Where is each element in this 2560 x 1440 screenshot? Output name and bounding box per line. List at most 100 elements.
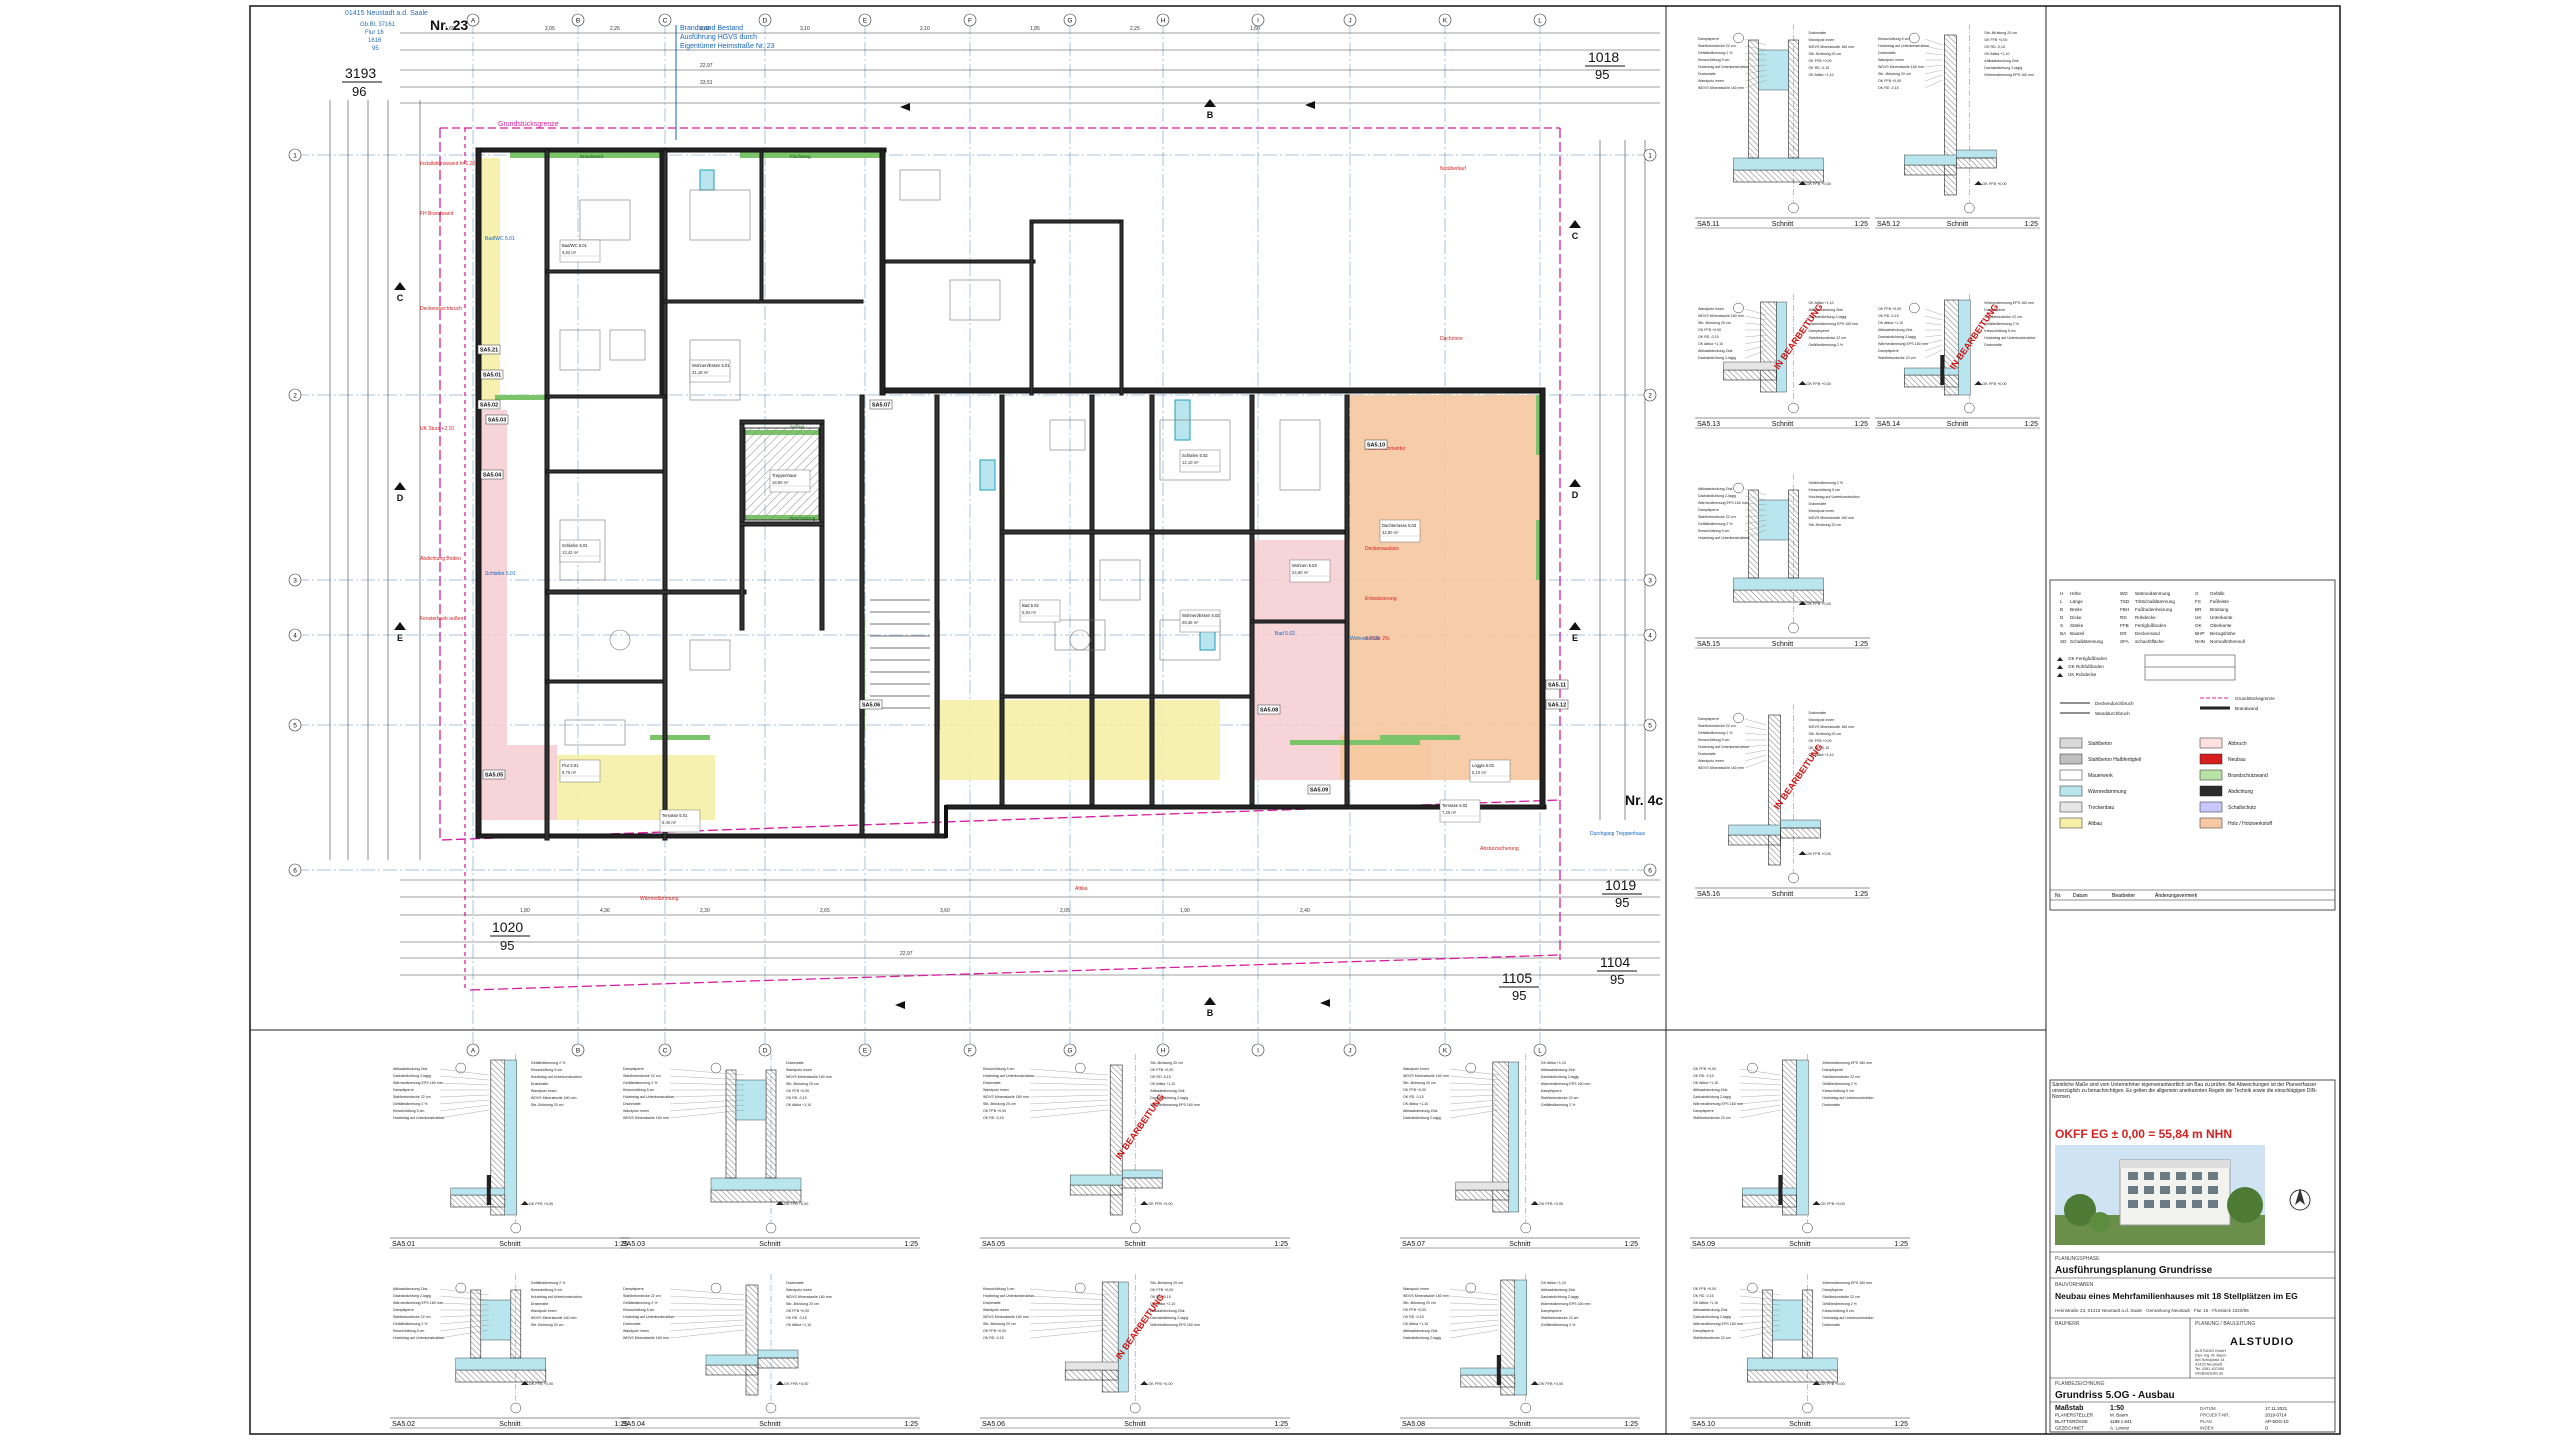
section-label: Schnitt: [499, 1421, 520, 1428]
section-note: Stb.-Brüstung 20 cm: [1150, 1281, 1183, 1285]
section-note: Wärmedämmung EPS 160 mm: [1693, 1322, 1743, 1326]
section-label: Schnitt: [1789, 1421, 1810, 1428]
section-note: OK RD -0,15: [1984, 45, 2005, 49]
blue-callout: Brandwand Bestand Ausführung HGVS durch …: [675, 25, 775, 140]
section-note: OK RD -0,15: [1878, 314, 1899, 318]
section-label: Schnitt: [1789, 1241, 1810, 1248]
section-note: OK FFB +0,00: [1878, 307, 1901, 311]
section-note: OK FFB +0,00: [1403, 1308, 1426, 1312]
legend-abbreviation: Trittschalldämmung: [2135, 599, 2175, 604]
legend-abbreviation: WD: [2120, 591, 2128, 596]
section-note: Kiesschüttung 5 cm: [983, 1067, 1014, 1071]
legend-abbreviation: Fertigfußboden: [2135, 623, 2167, 628]
legend-abbreviation: H: [2060, 591, 2063, 596]
section-note: WDVS Mineralwolle 160 mm: [1698, 314, 1744, 318]
cut-arrow: [1305, 101, 1315, 109]
legend-symbol: Grundstücksgrenze: [2235, 696, 2275, 701]
section-note: Gefälledämmung 2 %: [1822, 1082, 1857, 1086]
room-name: Bad 5.02: [1022, 603, 1039, 608]
axis-label: D: [763, 1048, 768, 1055]
title-row-value: D: [2265, 1426, 2269, 1431]
svg-text:UK Sturz +2,10: UK Sturz +2,10: [420, 426, 454, 432]
section-note: Drainmatte: [531, 1302, 549, 1306]
section-note: OK FFB +0,00: [1403, 1088, 1426, 1092]
axis-label: H: [1161, 18, 1166, 25]
section-note: Stb.-Brüstung 20 cm: [531, 1103, 564, 1107]
legend-abbreviation: Oberkante: [2210, 623, 2232, 628]
section-note: Attikaabdeckung Zink: [1693, 1088, 1728, 1092]
dimension-value: 2,65: [820, 908, 830, 914]
axis-label: K: [1443, 1048, 1448, 1055]
legend-material: Wärmedämmung: [2088, 789, 2127, 795]
axis-label: 3: [293, 578, 297, 585]
room-id: SA5.08: [1260, 708, 1278, 714]
section-note: Dachabdichtung 2-lagig: [1984, 66, 2022, 70]
section-note: Holzbelag auf Unterkonstruktion: [983, 1294, 1034, 1298]
section-note: OK Attika +1,10: [1150, 1302, 1175, 1306]
section-note: Stahlbetondecke 22 cm: [1809, 336, 1847, 340]
legend-symbol: Deckendurchbruch: [2095, 701, 2134, 706]
section-note: OK RD -0,15: [786, 1316, 807, 1320]
revision-col: Bearbeiter: [2112, 893, 2135, 899]
room-stamp: [1379, 519, 1421, 543]
section-note: Holzbelag auf Unterkonstruktion: [1698, 745, 1749, 749]
section-note: OK RD -0,15: [1698, 335, 1719, 339]
wall-label: Rauchabzug: [790, 516, 816, 521]
axis-label: 4: [1648, 633, 1652, 640]
section-note: OK RD -0,15: [1693, 1074, 1714, 1078]
section-note: Stb.-Brüstung 20 cm: [531, 1323, 564, 1327]
section-note: OK FFB +0,00: [1878, 79, 1901, 83]
legend-abbreviation: Stärke: [2070, 623, 2084, 628]
section-note: Drainmatte: [531, 1082, 549, 1086]
axis-label: B: [576, 1048, 580, 1055]
title-row-value: 1189 x 841: [2110, 1419, 2132, 1424]
legend-abbreviation: Gefälle: [2210, 591, 2225, 596]
section-label: Schnitt: [1772, 641, 1793, 648]
title-row-label: DATUM: [2200, 1406, 2216, 1411]
legend-abbreviation: Höhe: [2070, 591, 2081, 596]
section-note: OK Attika +1,10: [1809, 73, 1834, 77]
section-id: SA5.12: [1877, 221, 1900, 228]
axis-label: I: [1257, 18, 1259, 25]
axis-bubble: [466, 1043, 480, 1057]
axis-label: L: [1538, 1048, 1542, 1055]
svg-text:Dachrinne: Dachrinne: [1440, 336, 1463, 342]
section-note: OK RD -0,15: [1150, 1075, 1171, 1079]
section-scale: 1:25: [2024, 221, 2038, 228]
section-note: OK FFB +0,00: [786, 1089, 809, 1093]
cut-label: C: [1572, 231, 1579, 241]
section-note: Gefälledämmung 2 %: [1984, 322, 2019, 326]
axis-bubble: [758, 1043, 772, 1057]
drawing-title: Grundriss 5.OG - Ausbau: [2055, 1390, 2175, 1401]
elevation-mark: OK FFB +0,00: [1807, 852, 1831, 856]
section-note: OK Attika +1,10: [1403, 1322, 1428, 1326]
axis-label: 2: [293, 393, 297, 400]
section-note: Stb.-Brüstung 20 cm: [1809, 52, 1842, 56]
legend-abbreviation: RD: [2120, 615, 2127, 620]
parcel-number: 1105: [1502, 970, 1532, 986]
section-note: Drainmatte: [786, 1061, 804, 1065]
firm-line: 01415 Neustadt: [2195, 1363, 2223, 1367]
svg-text:Attika: Attika: [1075, 886, 1088, 892]
section-note: WDVS Mineralwolle 160 mm: [786, 1295, 832, 1299]
dimension-value: 2,05: [1060, 908, 1070, 914]
axis-bubble: [963, 1043, 977, 1057]
room-area: 13,42 m²: [562, 550, 579, 555]
cut-arrow: [900, 103, 910, 111]
section-note: Holzbelag auf Unterkonstruktion: [623, 1315, 674, 1319]
section-note: Holzbelag auf Unterkonstruktion: [983, 1074, 1034, 1078]
section-note: Wandputz innen: [1698, 759, 1724, 763]
section-note: Stb.-Brüstung 20 cm: [1809, 732, 1842, 736]
room-area: 24,60 m²: [1292, 570, 1309, 575]
section-note: Stahlbetondecke 22 cm: [1541, 1096, 1579, 1100]
address-line: 95: [372, 46, 379, 52]
elevation-mark: OK FFB +0,00: [1820, 1202, 1844, 1206]
room-tag: [477, 344, 501, 355]
svg-text:Installationswand h=1,20: Installationswand h=1,20: [420, 161, 475, 167]
room-tag: [1307, 784, 1331, 795]
room-stamp: [1019, 599, 1061, 623]
section-id: SA5.02: [392, 1421, 415, 1428]
